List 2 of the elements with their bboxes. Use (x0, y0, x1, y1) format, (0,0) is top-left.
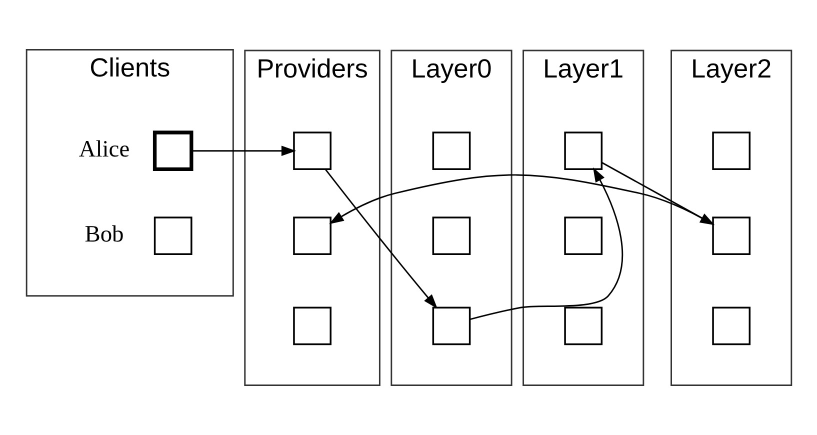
node-label: Alice (78, 136, 130, 162)
node-label: Bob (84, 221, 124, 248)
